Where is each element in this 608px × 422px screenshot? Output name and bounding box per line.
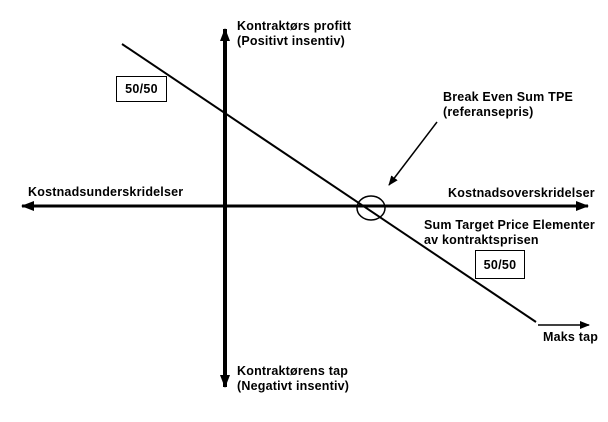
ratio-upper-label: 50/50 (125, 82, 158, 96)
break-even-label-line1: Break Even Sum TPE (443, 90, 574, 104)
max-loss-label: Maks tap (543, 330, 599, 344)
x-axis-right-sub-line2: av kontraktsprisen (424, 233, 539, 247)
ratio-lower-label: 50/50 (483, 257, 517, 272)
y-axis-negative-label: Kontraktørens tap (Negativt insentiv) (237, 364, 349, 394)
y-axis-positive-label-line2: (Positivt insentiv) (237, 34, 345, 48)
ratio-box-lower: 50/50 (475, 250, 525, 279)
x-axis-left-label: Kostnadsunderskridelser (28, 185, 184, 199)
y-axis-positive-label: Kontraktørs profitt (Positivt insentiv) (237, 19, 351, 49)
break-even-ellipse (356, 195, 386, 221)
ratio-box-upper: 50/50 (116, 76, 167, 102)
x-axis-right-label: Kostnadsoverskridelser (448, 186, 595, 200)
incentive-share-line (121, 43, 537, 323)
break-even-label: Break Even Sum TPE (referansepris) (443, 90, 573, 120)
x-axis-right-sub-label: Sum Target Price Elementer av kontraktsp… (424, 218, 595, 248)
x-axis-right-sub-line1: Sum Target Price Elementer (424, 218, 596, 232)
y-axis-positive-label-line1: Kontraktørs profitt (237, 19, 352, 33)
break-even-arrow (388, 121, 438, 186)
break-even-label-line2: (referansepris) (443, 105, 534, 119)
y-axis-negative-label-line2: (Negativt insentiv) (237, 379, 350, 393)
y-axis-negative-label-line1: Kontraktørens tap (237, 364, 349, 378)
